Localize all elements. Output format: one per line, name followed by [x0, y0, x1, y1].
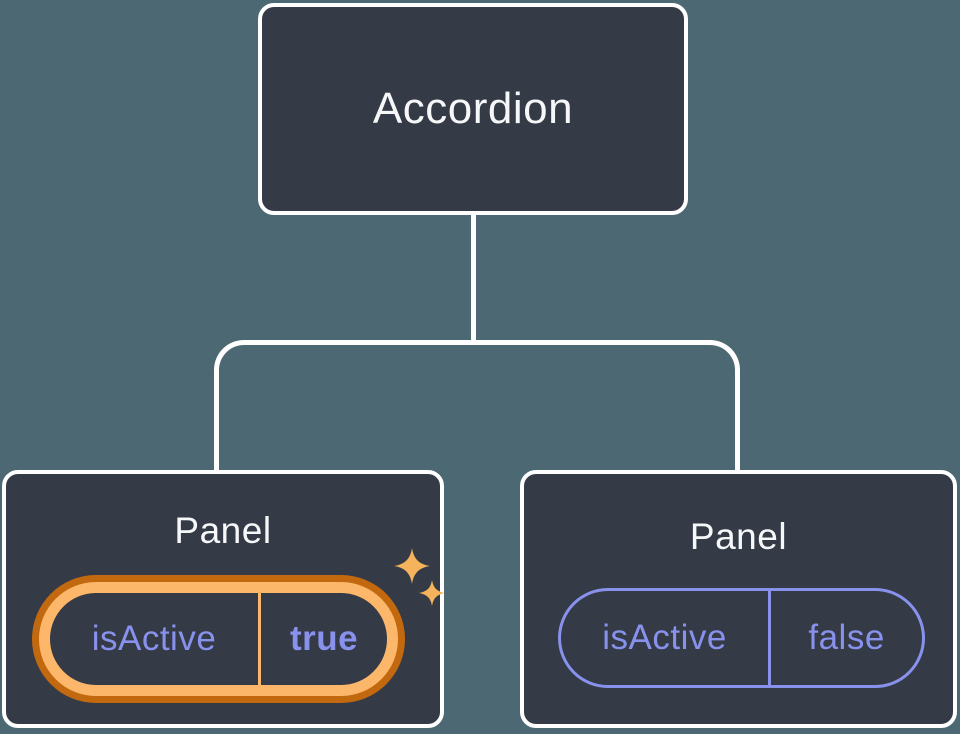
pill-core: isActive true: [50, 593, 387, 685]
panel-node-inactive: Panel isActive false: [520, 470, 957, 728]
panel-label: Panel: [689, 516, 788, 557]
sparkles-icon: [394, 548, 445, 606]
pill-divider: [258, 593, 261, 685]
state-prop-name: isActive: [91, 619, 217, 658]
panel-node-active: Panel isActive true: [2, 470, 445, 728]
accordion-node: Accordion: [258, 3, 688, 215]
state-prop-value: true: [289, 619, 359, 658]
state-pill-inactive: isActive false: [558, 588, 925, 688]
pill-divider: [768, 591, 772, 685]
connector-stem: [471, 213, 476, 343]
state-prop-name: isActive: [602, 618, 727, 657]
connector-bracket: [214, 340, 740, 472]
state-pill-active: isActive true: [32, 575, 405, 703]
pill-inner-ring: isActive true: [39, 582, 398, 696]
panel-label: Panel: [174, 510, 272, 551]
accordion-label: Accordion: [372, 84, 574, 133]
state-prop-value: false: [808, 618, 885, 657]
